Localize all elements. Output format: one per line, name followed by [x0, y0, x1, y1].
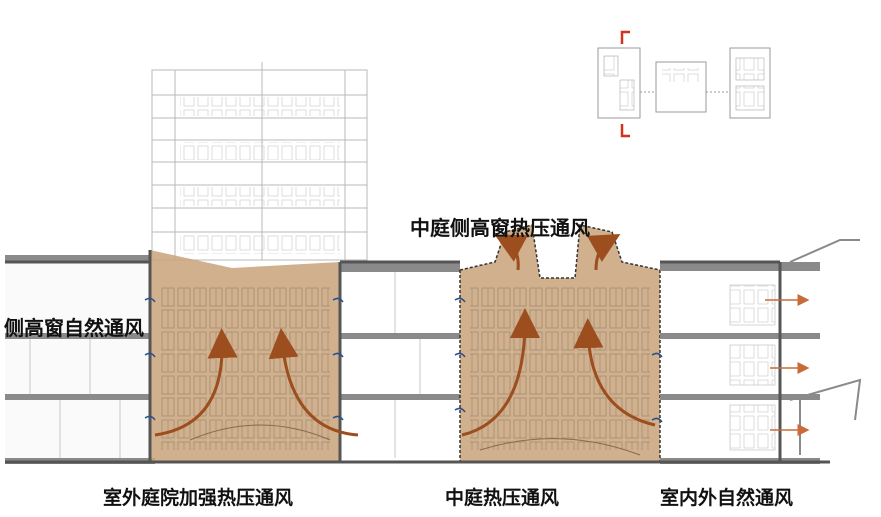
curved-arrow-icon	[494, 234, 528, 271]
left-wing-section	[5, 255, 155, 464]
blue-curved-arrow-icon	[332, 415, 344, 421]
atrium-label: 中庭热压通风	[445, 487, 560, 509]
structure-lines	[5, 250, 830, 464]
indoor-outdoor-label: 室内外自然通风	[660, 487, 794, 509]
middle-block-section	[340, 262, 460, 462]
blue-curved-arrow-icon	[651, 352, 663, 358]
blue-curved-arrow-icon	[144, 415, 156, 421]
blue-curved-arrow-icon	[454, 352, 466, 358]
window-inlets	[144, 297, 663, 423]
atrium-area	[459, 224, 661, 462]
key-plan-icon	[597, 30, 771, 138]
curved-arrow-icon	[461, 308, 540, 437]
tower-background	[151, 62, 368, 261]
blue-curved-arrow-icon	[332, 297, 344, 303]
side-clerestory-label: 侧高窗自然通风	[4, 316, 144, 340]
blue-curved-arrow-icon	[651, 417, 663, 423]
atrium-clerestory-label: 中庭侧高窗热压通风	[410, 216, 590, 240]
curved-arrow-icon	[573, 318, 656, 427]
right-wing-section	[660, 239, 862, 464]
blue-curved-arrow-icon	[454, 407, 466, 413]
blue-curved-arrow-icon	[144, 297, 156, 303]
courtyard-label: 室外庭院加强热压通风	[103, 487, 294, 509]
blue-curved-arrow-icon	[144, 352, 156, 358]
blue-curved-arrow-icon	[332, 352, 344, 358]
outdoor-airflow	[765, 294, 810, 436]
curved-arrow-icon	[154, 328, 238, 437]
curved-arrow-icon	[586, 234, 621, 271]
curved-arrow-icon	[268, 328, 359, 437]
atrium-airflow	[461, 234, 656, 437]
courtyard-airflow	[154, 328, 359, 437]
blue-curved-arrow-icon	[454, 297, 466, 303]
